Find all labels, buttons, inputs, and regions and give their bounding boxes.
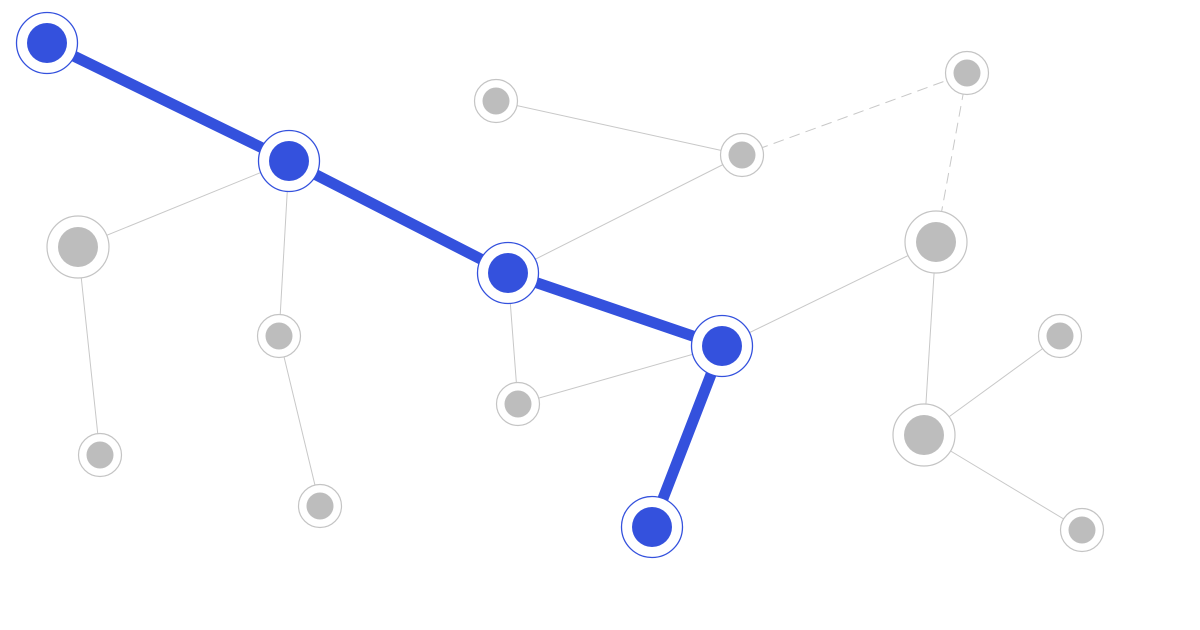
edge-n11-n3 — [507, 154, 743, 274]
node-core — [488, 253, 528, 293]
nodes-layer — [15, 11, 1105, 559]
edge-n8-n9 — [278, 335, 321, 507]
node-n12[interactable] — [944, 50, 990, 96]
edge-n6-n7 — [77, 246, 101, 456]
node-n17[interactable] — [1059, 507, 1105, 553]
node-core — [58, 227, 98, 267]
node-n7[interactable] — [77, 432, 123, 478]
edge-n10-n11 — [495, 100, 743, 156]
node-n1-highlighted[interactable] — [15, 11, 79, 75]
node-core — [904, 415, 944, 455]
edge-n14-n4 — [517, 345, 723, 405]
node-core — [953, 59, 981, 87]
edge-n11-n12 — [741, 72, 968, 156]
edge-n4-n5-highlighted — [646, 340, 728, 533]
node-n13[interactable] — [904, 210, 968, 274]
edge-n1-n2-highlighted — [41, 37, 295, 167]
edge-n2-n6 — [77, 160, 290, 248]
node-core — [482, 87, 510, 115]
edge-n13-n15 — [923, 241, 937, 436]
node-n9[interactable] — [297, 483, 343, 529]
node-core — [504, 390, 532, 418]
node-core — [916, 222, 956, 262]
node-core — [1046, 322, 1074, 350]
node-n10[interactable] — [473, 78, 519, 124]
node-n6[interactable] — [46, 215, 110, 279]
node-n3-highlighted[interactable] — [476, 241, 540, 305]
node-core — [86, 441, 114, 469]
node-core — [1068, 516, 1096, 544]
node-n15[interactable] — [892, 403, 956, 467]
node-core — [632, 507, 672, 547]
node-n5-highlighted[interactable] — [620, 495, 684, 559]
node-core — [306, 492, 334, 520]
edge-n3-n4-highlighted — [502, 267, 728, 352]
node-core — [728, 141, 756, 169]
edge-n4-n13 — [721, 241, 937, 347]
node-n2-highlighted[interactable] — [257, 129, 321, 193]
node-n8[interactable] — [256, 313, 302, 359]
node-core — [269, 141, 309, 181]
node-n16[interactable] — [1037, 313, 1083, 359]
node-n11[interactable] — [719, 132, 765, 178]
node-n14[interactable] — [495, 381, 541, 427]
node-n4-highlighted[interactable] — [690, 314, 754, 378]
node-core — [702, 326, 742, 366]
node-core — [265, 322, 293, 350]
node-core — [27, 23, 67, 63]
edge-n2-n3-highlighted — [283, 155, 514, 279]
